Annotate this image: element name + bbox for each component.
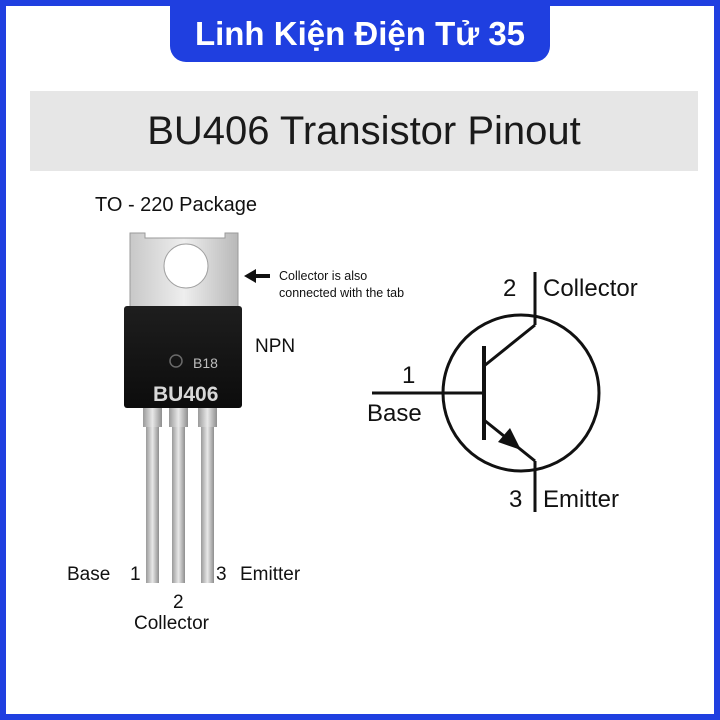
symbol-base-number: 1 <box>402 362 415 389</box>
symbol-emitter-name: Emitter <box>543 486 619 513</box>
type-label: NPN <box>255 336 295 357</box>
symbol-collector-number: 2 <box>503 275 516 302</box>
collector-diagonal <box>483 323 536 368</box>
leg-emitter-shoulder <box>198 405 217 427</box>
logo-mark <box>169 354 183 368</box>
pin-base-number: 1 <box>130 564 141 585</box>
pin-emitter-number: 3 <box>216 564 227 585</box>
leg-collector-shoulder <box>169 405 188 427</box>
arrow-left-icon <box>244 269 270 283</box>
symbol-collector-name: Collector <box>543 275 638 302</box>
transistor-body <box>124 306 242 408</box>
tab-note-line1: Collector is also <box>279 269 367 283</box>
pin-collector-name: Collector <box>134 613 210 634</box>
brand-label: Linh Kiện Điện Tử 35 <box>170 6 550 62</box>
leg-collector <box>172 405 185 583</box>
leg-emitter <box>201 405 214 583</box>
pin-emitter-name: Emitter <box>240 564 301 585</box>
leg-base <box>146 405 159 583</box>
pin-base-name: Base <box>67 564 110 585</box>
leg-base-shoulder <box>143 405 162 427</box>
tab-note-line2: connected with the tab <box>279 286 404 300</box>
symbol-base-name: Base <box>367 400 422 427</box>
mounting-hole <box>163 243 209 289</box>
symbol-emitter-number: 3 <box>509 486 522 513</box>
emitter-arrow-icon <box>498 428 521 450</box>
marking-main: BU406 <box>153 383 218 406</box>
page-title: BU406 Transistor Pinout <box>30 91 698 171</box>
marking-small: B18 <box>193 355 218 371</box>
package-label: TO - 220 Package <box>95 194 257 216</box>
pin-collector-number: 2 <box>173 592 184 613</box>
